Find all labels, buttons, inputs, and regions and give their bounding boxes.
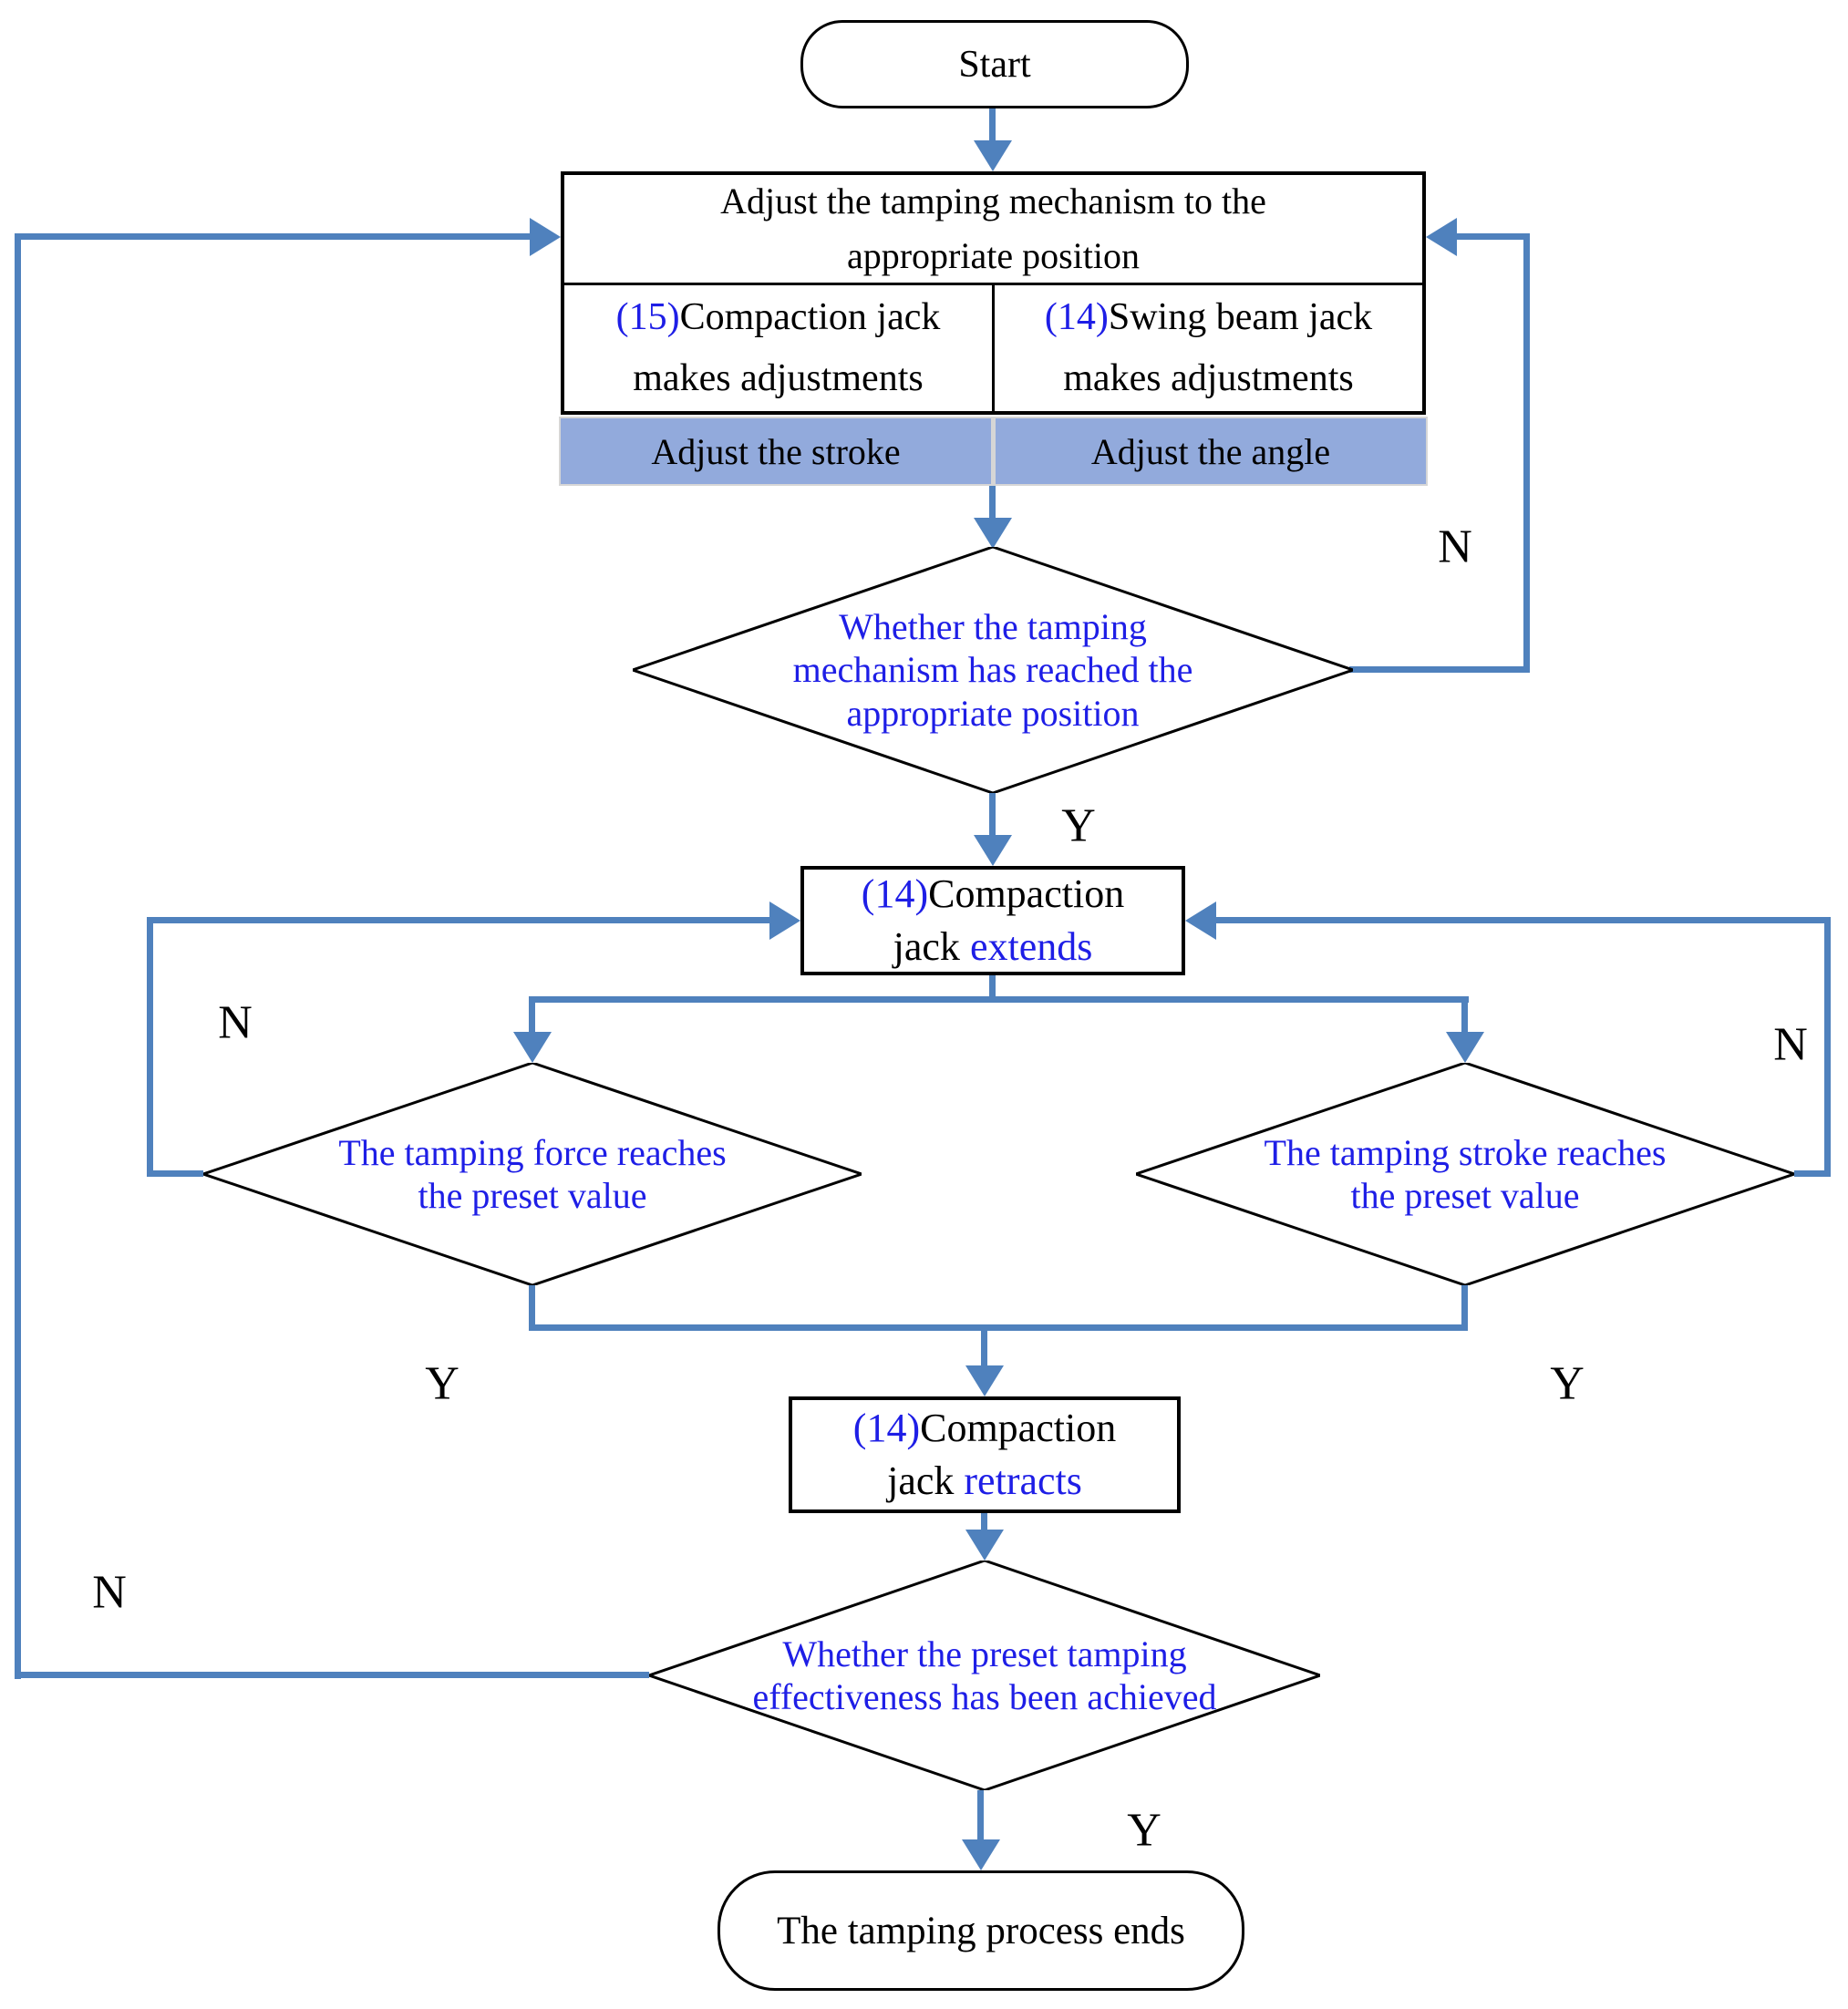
swing-beam-jack-adjust-cell: (14)Swing beam jack makes adjustments (1044, 295, 1373, 399)
action-word: retracts (964, 1458, 1082, 1503)
end-label: The tamping process ends (777, 1909, 1185, 1952)
position-reached-decision-text: Whether the tamping mechanism has reache… (792, 606, 1193, 734)
effectiveness-decision-text: Whether the preset tamping effectiveness… (752, 1633, 1217, 1717)
adjust-action-row: Adjust the stroke Adjust the angle (559, 417, 1428, 486)
cell-divider (991, 418, 996, 484)
arrow-down-icon (965, 1365, 1004, 1396)
branch-label-no: N (1438, 520, 1472, 573)
branch-label-no: N (1773, 1018, 1808, 1071)
tamping-force-decision (203, 1063, 862, 1285)
adjust-angle-cell: Adjust the angle (996, 418, 1426, 484)
action-word: extends (969, 924, 1093, 969)
flow-line-branch-left (529, 1000, 535, 1034)
flow-line-big-no-loop (15, 233, 21, 1679)
flow-line-stroke-no-loop (1824, 917, 1831, 1177)
adjust-position-box: Adjust the tamping mechanism to the appr… (561, 171, 1426, 415)
flow-line-merge-left (529, 1285, 535, 1328)
flow-line-adjust-to-decision (989, 486, 996, 520)
flow-line-force-no-loop (147, 917, 771, 923)
arrow-down-icon (974, 835, 1012, 866)
flow-line-branch-right (1461, 1000, 1468, 1034)
flow-line-merge-right (1461, 1285, 1468, 1328)
arrow-down-icon (1446, 1032, 1484, 1063)
arrow-left-icon (1185, 901, 1216, 940)
branch-label-no: N (92, 1566, 127, 1619)
flow-line-extends-to-branch (989, 975, 996, 1003)
start-terminator: Start (800, 20, 1189, 108)
ref-number: (14) (861, 871, 929, 916)
ref-number: (15) (615, 295, 680, 338)
flow-line-force-no-loop (147, 917, 153, 1177)
arrow-down-icon (513, 1032, 552, 1063)
flow-line-retracts-to-decision (981, 1513, 987, 1531)
arrow-down-icon (974, 140, 1012, 171)
flow-line-big-no-loop (15, 1672, 649, 1678)
flow-line-merge-down (981, 1328, 987, 1367)
flow-line-merge-horizontal (529, 1324, 1468, 1331)
flow-line-no-loop-right (1523, 233, 1530, 673)
arrow-down-icon (962, 1839, 1000, 1870)
ref-number: (14) (852, 1405, 921, 1450)
tamping-stroke-decision-text: The tamping stroke reaches the preset va… (1264, 1131, 1667, 1216)
arrow-down-icon (974, 518, 1012, 549)
compaction-jack-adjust-cell: (15)Compaction jack makes adjustments (564, 285, 995, 411)
flow-line-force-no-loop (147, 1170, 203, 1177)
adjust-position-header: Adjust the tamping mechanism to the appr… (564, 175, 1422, 285)
branch-label-yes: Y (1127, 1804, 1161, 1857)
flow-line-decision-to-end (977, 1790, 984, 1841)
branch-label-yes: Y (425, 1357, 459, 1410)
branch-label-no: N (218, 996, 253, 1049)
arrow-right-icon (530, 218, 561, 256)
end-terminator: The tamping process ends (718, 1870, 1244, 1991)
arrow-right-icon (769, 901, 800, 940)
position-reached-decision (633, 547, 1353, 793)
ref-number: (14) (1044, 295, 1109, 338)
arrow-down-icon (965, 1530, 1004, 1561)
tamping-stroke-decision (1136, 1063, 1794, 1285)
adjust-stroke-cell: Adjust the stroke (561, 418, 991, 484)
tamping-force-decision-text: The tamping force reaches the preset val… (338, 1131, 727, 1216)
flow-line-big-no-loop (15, 233, 532, 240)
start-label: Start (958, 43, 1031, 86)
flow-line-stroke-no-loop (1794, 1170, 1831, 1177)
flow-line-decision-to-extends (989, 793, 996, 837)
branch-label-yes: Y (1550, 1357, 1585, 1410)
flow-line-branch-horizontal (529, 996, 1469, 1003)
arrow-left-icon (1426, 218, 1457, 256)
flow-line-stroke-no-loop (1214, 917, 1831, 923)
effectiveness-decision (649, 1561, 1320, 1790)
branch-label-yes: Y (1061, 799, 1096, 852)
flow-line-no-loop-right (1349, 666, 1530, 673)
flow-line-no-loop-right (1455, 233, 1530, 240)
flow-line-start-to-adjust (989, 103, 996, 144)
